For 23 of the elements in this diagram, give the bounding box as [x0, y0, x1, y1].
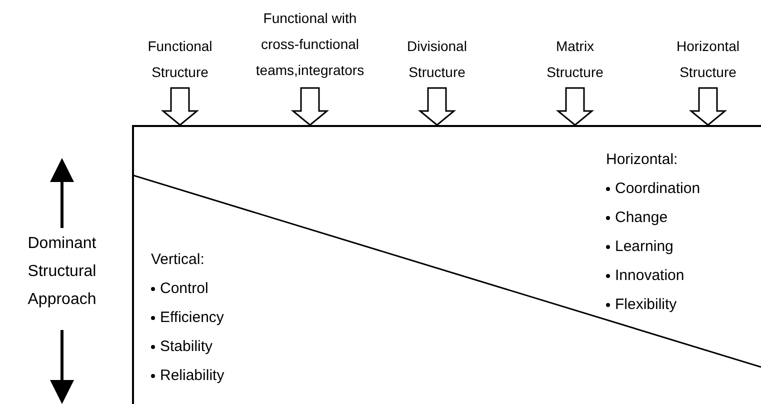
- list-item: Innovation: [615, 267, 684, 284]
- block-arrow: [556, 87, 594, 126]
- structure-label: Functional with cross-functional teams,integrators: [248, 5, 372, 83]
- structure-label: Horizontal Structure: [663, 33, 753, 85]
- list-item: Reliability: [160, 367, 224, 384]
- structure-label: Matrix Structure: [539, 33, 611, 85]
- group-heading: Vertical:: [151, 251, 204, 268]
- block-arrow: [160, 87, 200, 126]
- list-item: Coordination: [615, 180, 700, 197]
- axis-label: Dominant Structural Approach: [26, 234, 98, 310]
- block-arrow: [688, 87, 728, 126]
- group-heading: Horizontal:: [606, 151, 678, 168]
- block-arrow: [418, 87, 456, 126]
- list-item: Change: [615, 209, 668, 226]
- list-item: Learning: [615, 238, 674, 255]
- list-item: Efficiency: [160, 309, 224, 326]
- chart-frame: [132, 125, 761, 404]
- list-item: Control: [160, 280, 208, 297]
- structure-label: Divisional Structure: [392, 33, 482, 85]
- structure-label: Functional Structure: [135, 33, 225, 85]
- list-item: Flexibility: [615, 296, 677, 313]
- list-item: Stability: [160, 338, 213, 355]
- block-arrow: [290, 87, 330, 126]
